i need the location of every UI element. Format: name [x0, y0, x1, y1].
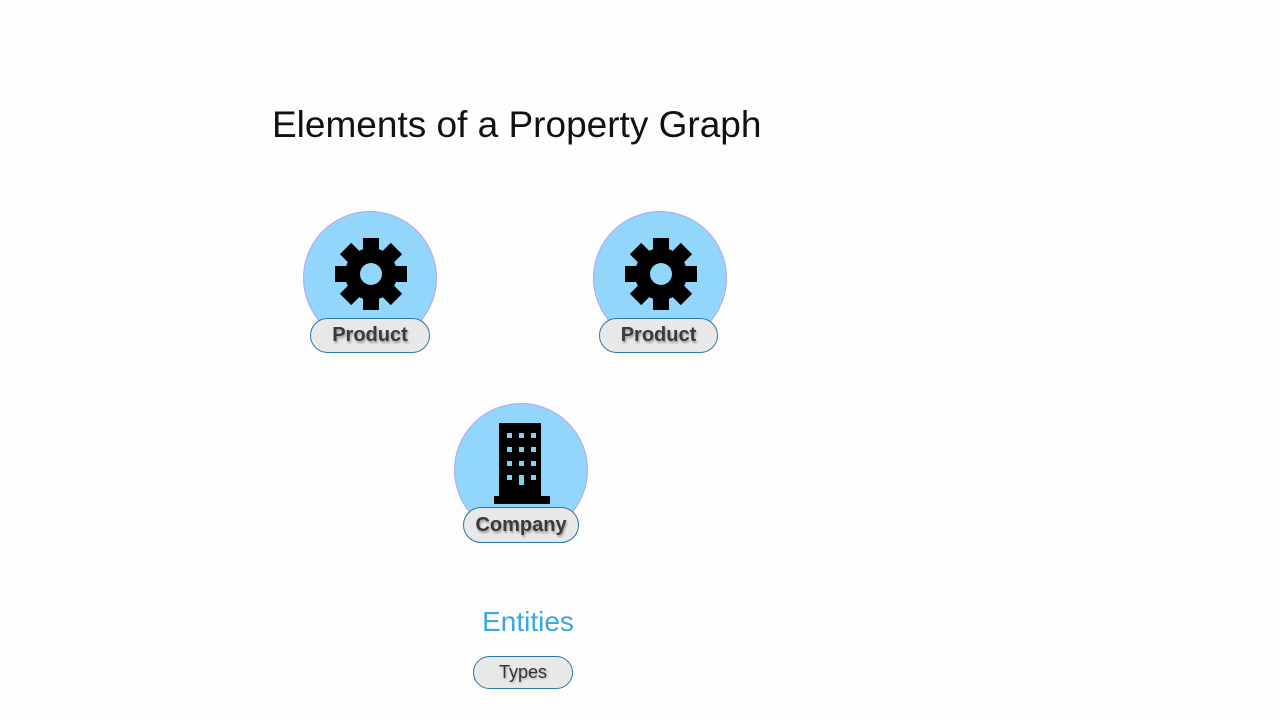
product-node-1[interactable]: [303, 211, 437, 345]
slide-title: Elements of a Property Graph: [272, 104, 762, 145]
company-label: Company: [463, 507, 579, 543]
gear-icon: [335, 238, 407, 310]
product-label-2: Product: [599, 318, 718, 353]
entities-heading: Entities: [482, 606, 574, 637]
types-legend-pill: Types: [473, 656, 573, 689]
gear-icon: [625, 238, 697, 310]
product-label-1: Product: [310, 318, 430, 353]
building-icon: [494, 423, 550, 504]
